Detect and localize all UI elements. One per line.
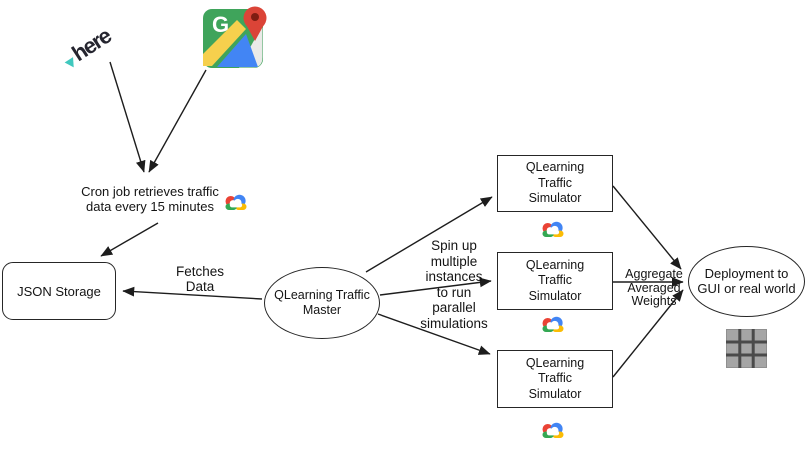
maps-blue-water: [217, 34, 258, 67]
label-line: simulations: [420, 315, 488, 331]
edge-label-fetches-data: Fetches Data: [168, 264, 232, 294]
simulator-label: QLearning Traffic Simulator: [526, 356, 584, 403]
node-simulator-1: QLearning Traffic Simulator: [497, 155, 613, 212]
edge-label-spin-up: Spin up multiple instances to run parall…: [408, 238, 500, 331]
label-line: Aggregate: [625, 267, 683, 281]
arrow-master-to-json: [122, 286, 263, 300]
google-cloud-icon: [542, 422, 564, 438]
label-line: Deployment to: [704, 266, 789, 281]
node-deployment: Deployment to GUI or real world: [688, 246, 805, 317]
here-logo: here: [44, 10, 118, 71]
label-line: QLearning: [525, 355, 585, 370]
label-line: Simulator: [528, 191, 582, 206]
maps-g-letter: G: [212, 12, 229, 37]
gcp-inner-cloud: [546, 431, 560, 436]
label-line: instances: [425, 269, 483, 284]
arrow-master-to-sim3: [377, 313, 491, 355]
label-line: Cron job retrieves traffic: [81, 184, 219, 199]
gcp-inner-cloud: [546, 230, 560, 235]
edge-label-aggregate: Aggregate Averaged Weights: [616, 267, 692, 309]
google-cloud-icon: [542, 221, 564, 237]
maps-yellow-road: [203, 20, 246, 66]
here-logo-inner: here: [39, 3, 123, 77]
label-line: multiple: [430, 253, 478, 269]
gcp-inner-cloud: [546, 325, 560, 330]
maps-pin-dot: [251, 13, 259, 21]
label-line: Traffic: [537, 273, 573, 288]
label-line: to run: [436, 284, 472, 300]
google-cloud-icon: [542, 316, 564, 332]
label-line: Weights: [631, 294, 677, 308]
node-qlearning-traffic-master: QLearning Traffic Master: [264, 267, 380, 339]
gcp-inner-cloud: [229, 203, 243, 208]
label-line: Averaged: [627, 280, 681, 295]
label-line: Data: [185, 279, 215, 294]
node-simulator-2: QLearning Traffic Simulator: [497, 252, 613, 310]
arrow-maps-to-cron: [148, 69, 207, 173]
maps-pin-point: [244, 22, 266, 41]
node-json-storage: JSON Storage: [2, 262, 116, 320]
simulator-label: QLearning Traffic Simulator: [526, 258, 584, 305]
arrow-master-to-sim2: [379, 277, 492, 296]
label-line: Master: [302, 303, 342, 317]
arrow-sim3-to-deployment: [612, 289, 684, 378]
simulator-label: QLearning Traffic Simulator: [526, 160, 584, 207]
cron-note: Cron job retrieves traffic data every 15…: [68, 184, 232, 214]
label-line: Traffic: [537, 371, 573, 386]
label-line: data every 15 minutes: [86, 199, 214, 214]
label-line: parallel: [432, 300, 476, 315]
label-line: Simulator: [528, 386, 582, 401]
label-line: Spin up: [431, 238, 477, 253]
label-line: QLearning: [525, 257, 585, 272]
google-maps-icon: G: [203, 6, 267, 68]
arrow-cron-to-json: [100, 222, 159, 257]
label-line: Fetches: [175, 264, 225, 279]
node-simulator-3: QLearning Traffic Simulator: [497, 350, 613, 408]
label-line: Simulator: [528, 288, 582, 303]
arrow-sim1-to-deployment: [612, 185, 682, 270]
grid-bg: [726, 329, 767, 368]
label-line: JSON Storage: [17, 283, 101, 299]
here-logo-text: here: [67, 23, 115, 67]
arrow-here-to-cron: [109, 61, 146, 173]
arrow-master-to-sim1: [365, 196, 493, 273]
google-cloud-icon: [225, 194, 247, 210]
label-line: QLearning: [525, 160, 585, 175]
json-storage-label: JSON Storage: [17, 284, 101, 299]
label-line: Traffic: [537, 175, 573, 190]
deployment-label: Deployment to GUI or real world: [697, 266, 796, 296]
label-line: GUI or real world: [697, 280, 796, 296]
master-label: QLearning Traffic Master: [274, 288, 370, 318]
label-line: QLearning Traffic: [274, 288, 370, 302]
grid-icon: [726, 329, 767, 368]
